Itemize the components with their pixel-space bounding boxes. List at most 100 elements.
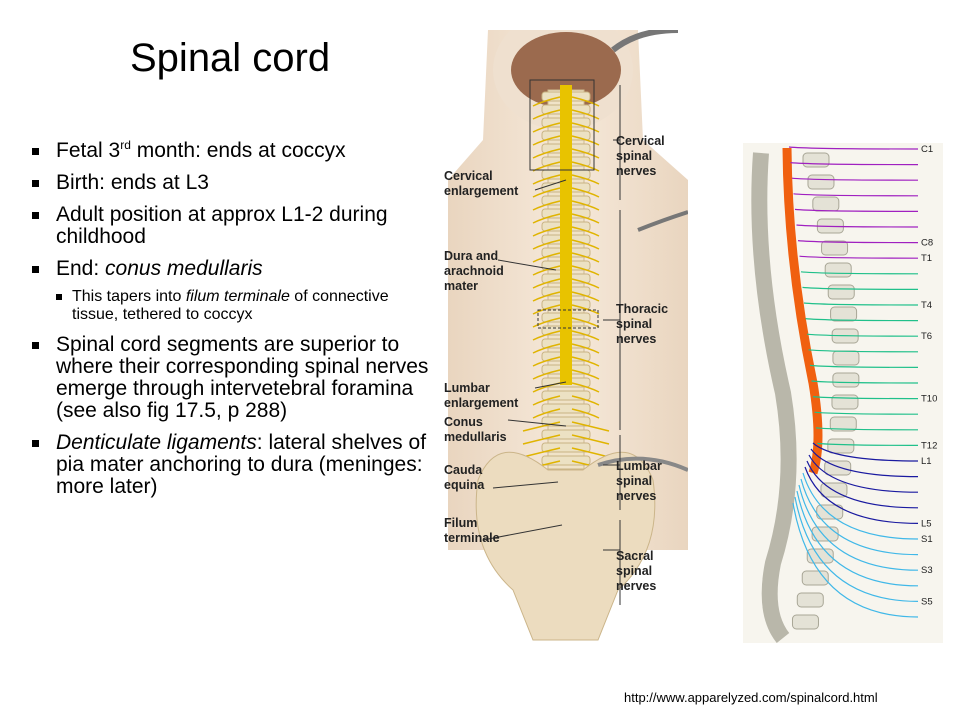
segment-vertebra — [831, 394, 859, 410]
nerve-left — [532, 265, 561, 276]
segment-line — [788, 146, 919, 150]
nerve-left — [532, 252, 561, 263]
nerve-right — [571, 382, 600, 393]
nerve-left — [532, 135, 561, 146]
segment-line — [811, 380, 919, 384]
label-filum-1: Filum — [444, 516, 477, 530]
segment-line — [802, 472, 919, 540]
segment-line — [790, 162, 919, 166]
label-conus-1: Conus — [444, 415, 483, 429]
segment-label-s3: S3 — [921, 565, 933, 576]
segment-vertebra — [802, 152, 830, 168]
nerve-right — [571, 148, 600, 159]
nerve-right — [571, 109, 600, 120]
segment-vertebra — [829, 416, 857, 432]
label-lumbar-nerves-3: nerves — [616, 489, 656, 503]
segment-line — [791, 177, 919, 181]
nerve-right — [571, 343, 600, 354]
nerve-left — [532, 395, 561, 406]
label-dura-3: mater — [444, 279, 478, 293]
label-lumbar-enlargement-2: enlargement — [444, 396, 519, 410]
segment-line — [793, 193, 919, 197]
nerve-left — [532, 356, 561, 367]
nerve-right — [571, 96, 600, 107]
slide-title: Spinal cord — [130, 36, 331, 80]
nerve-left — [532, 122, 561, 133]
segment-line — [814, 411, 919, 415]
nerve-right — [571, 395, 600, 406]
nerve-right — [571, 213, 600, 224]
nerve-left — [532, 109, 561, 120]
label-cauda-2: equina — [444, 478, 485, 492]
segment-line — [815, 427, 919, 431]
spinal-anatomy-figure: Cervical enlargement Dura and arachnoid … — [444, 30, 688, 641]
segment-line — [817, 442, 919, 446]
nerve-right — [571, 421, 610, 432]
source-url: http://www.apparelyzed.com/spinalcord.ht… — [624, 690, 878, 705]
nerve-left — [532, 226, 561, 237]
label-conus-2: medullaris — [444, 430, 507, 444]
label-thoracic-nerves-3: nerves — [616, 332, 656, 346]
segment-line — [802, 286, 919, 290]
segment-line — [809, 364, 919, 368]
nerve-right — [571, 304, 600, 315]
segment-label-l5: L5 — [921, 518, 932, 529]
nerve-right — [571, 135, 600, 146]
segment-line — [792, 502, 919, 618]
segment-line — [803, 302, 919, 306]
nerve-left — [532, 148, 561, 159]
segment-label-t4: T4 — [921, 300, 932, 311]
nerve-left — [532, 291, 561, 302]
label-dura-2: arachnoid — [444, 264, 504, 278]
segment-label-t10: T10 — [921, 394, 937, 405]
nerve-right — [571, 174, 600, 185]
bullet-list: Fetal 3rd month: ends at coccyx Birth: e… — [30, 139, 430, 508]
label-lumbar-nerves-2: spinal — [616, 474, 652, 488]
segment-label-t6: T6 — [921, 331, 932, 342]
label-cervical-enlargement-2: enlargement — [444, 184, 519, 198]
nerve-left — [532, 200, 561, 211]
nerve-left — [532, 96, 561, 107]
nerve-right — [571, 187, 600, 198]
nerve-right — [571, 369, 600, 380]
segment-vertebra — [807, 174, 835, 190]
nerve-right — [571, 265, 600, 276]
nerve-left — [532, 317, 561, 328]
label-lumbar-nerves-1: Lumbar — [616, 459, 662, 473]
bullet-adult: Adult position at approx L1-2 during chi… — [30, 204, 430, 248]
nerve-left — [532, 213, 561, 224]
segment-vertebra — [832, 350, 860, 366]
segment-line — [794, 496, 919, 602]
segment-label-s1: S1 — [921, 534, 933, 545]
segment-line — [812, 396, 919, 400]
label-cervical-enlargement-1: Cervical — [444, 169, 493, 183]
segment-vertebra — [827, 438, 855, 454]
label-cervical-nerves-3: nerves — [616, 164, 656, 178]
segment-line — [804, 466, 919, 524]
bullet-denticulate: Denticulate ligaments: lateral shelves o… — [30, 432, 430, 498]
nerve-right — [571, 239, 600, 250]
nerve-right — [571, 356, 600, 367]
segment-line — [797, 240, 919, 244]
nerve-right — [571, 200, 600, 211]
segment-line — [794, 208, 919, 212]
segment-line — [806, 333, 919, 337]
nerve-left — [532, 174, 561, 185]
nerve-right — [571, 278, 600, 289]
segment-line — [796, 224, 919, 228]
segment-label-c8: C8 — [921, 238, 933, 249]
segment-line — [796, 490, 919, 587]
segment-line — [800, 271, 919, 275]
nerve-left — [532, 304, 561, 315]
label-cervical-nerves-1: Cervical — [616, 134, 665, 148]
nerve-right — [571, 161, 600, 172]
segment-label-l1: L1 — [921, 456, 932, 467]
segment-vertebra — [832, 372, 860, 388]
segment-vertebra — [824, 262, 852, 278]
nerve-right — [571, 317, 600, 328]
label-sacral-nerves-2: spinal — [616, 564, 652, 578]
segment-line — [799, 255, 919, 259]
nerve-left — [532, 343, 561, 354]
spinal-cord-line — [782, 147, 823, 475]
